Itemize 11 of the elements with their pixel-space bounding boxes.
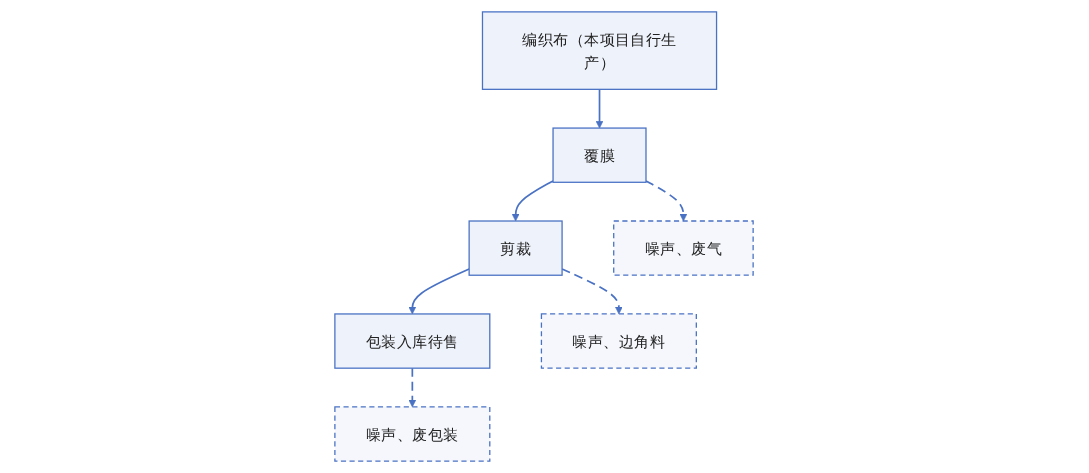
node-box: 噪声、废包装	[334, 406, 491, 462]
node-box: 剪裁	[468, 220, 564, 276]
node-box: 噪声、边角料	[541, 313, 698, 369]
arrow	[409, 367, 417, 408]
arrow	[596, 88, 604, 129]
arrow	[512, 180, 555, 222]
node-box: 包装入库待售	[334, 313, 491, 369]
node-box: 编织布（本项目自行生产）	[482, 11, 718, 90]
node-box: 噪声、废气	[613, 220, 755, 276]
arrow	[645, 180, 688, 222]
node-box: 覆膜	[552, 127, 648, 183]
